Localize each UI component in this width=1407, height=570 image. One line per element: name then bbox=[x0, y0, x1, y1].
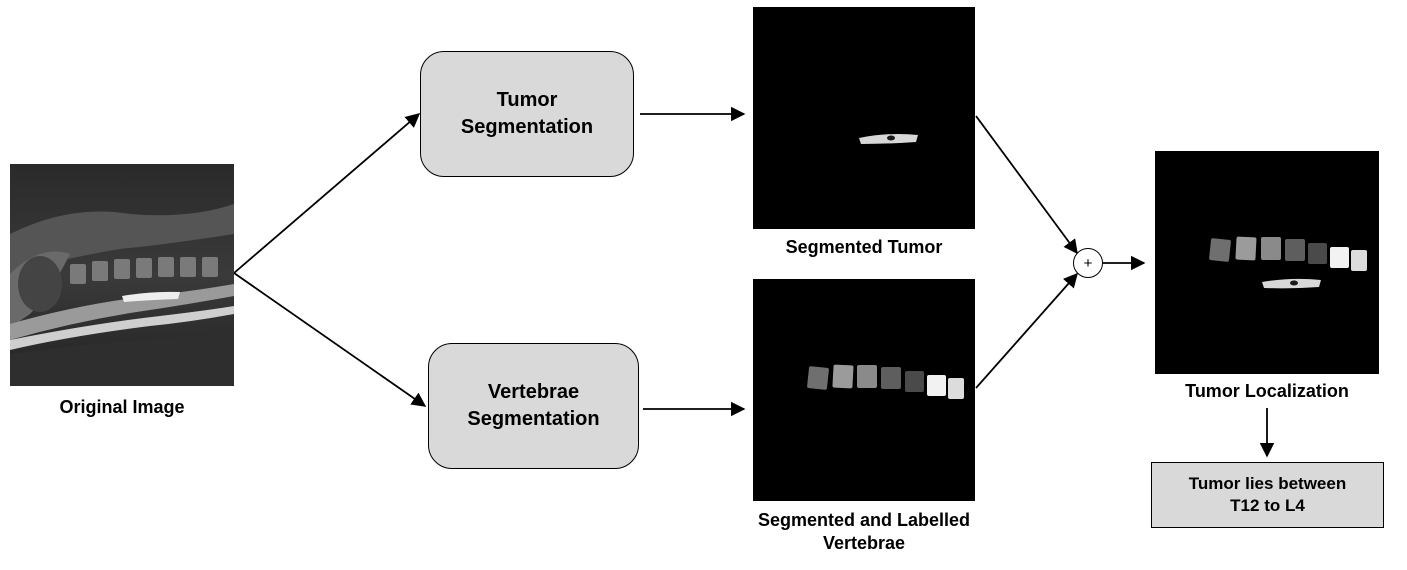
vertebrae-segmentation-box: Vertebrae Segmentation bbox=[428, 343, 639, 469]
sum-node: + bbox=[1073, 248, 1103, 278]
arrow-segmented-vertebrae-to-sum bbox=[975, 272, 1078, 389]
arrow-segmented-tumor-to-sum bbox=[975, 115, 1078, 255]
tumor-segmentation-box: Tumor Segmentation bbox=[420, 51, 634, 177]
segmented-tumor-image bbox=[753, 7, 975, 229]
segmented-vertebrae-image bbox=[753, 279, 975, 501]
segmented-tumor-caption: Segmented Tumor bbox=[785, 237, 943, 257]
original-image-caption: Original Image bbox=[59, 397, 185, 417]
tumor-localization-image bbox=[1155, 151, 1379, 374]
arrow-original-to-vertebrae-seg bbox=[233, 272, 427, 407]
original-mri-image bbox=[10, 164, 234, 386]
segmented-vertebrae-caption: Segmented and Labelled Vertebrae bbox=[757, 510, 971, 553]
result-box: Tumor lies between T12 to L4 bbox=[1151, 462, 1384, 528]
arrow-original-to-tumor-seg bbox=[233, 113, 421, 274]
tumor-localization-caption: Tumor Localization bbox=[1185, 381, 1349, 401]
